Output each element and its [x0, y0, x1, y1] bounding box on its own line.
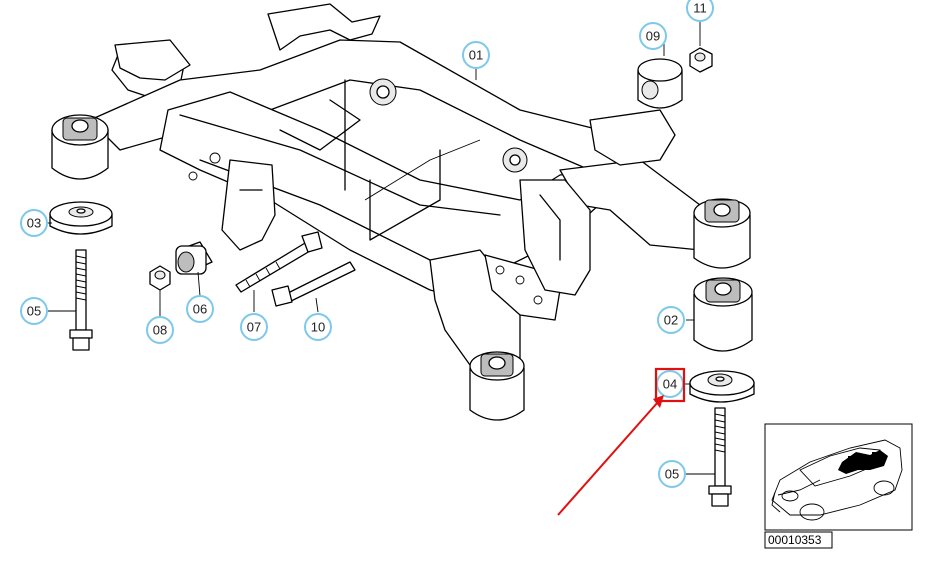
bolt-part-05-left	[69, 249, 93, 351]
bushing-part-09	[637, 58, 683, 109]
nut-part-08	[149, 265, 171, 291]
callout-09: 09	[639, 22, 667, 50]
bushing-part-06	[175, 241, 213, 275]
callout-05-left: 05	[20, 297, 48, 325]
svg-text:05: 05	[665, 467, 679, 482]
svg-text:04: 04	[663, 377, 677, 392]
callout-06: 06	[186, 295, 214, 323]
callout-01: 01	[462, 41, 490, 69]
callout-03: 03	[20, 209, 48, 237]
svg-text:09: 09	[646, 29, 660, 44]
svg-text:06: 06	[193, 302, 207, 317]
highlight-arrow	[557, 401, 659, 516]
svg-text:02: 02	[664, 313, 678, 328]
svg-text:01: 01	[469, 48, 483, 63]
callout-07: 07	[240, 313, 268, 341]
callout-08: 08	[146, 316, 174, 344]
callout-10: 10	[304, 313, 332, 341]
frame-bushing-lower	[469, 351, 525, 421]
svg-text:03: 03	[27, 216, 41, 231]
frame-bushing-left	[51, 114, 109, 180]
washer-part-03	[49, 201, 113, 235]
svg-text:11: 11	[693, 1, 707, 16]
vehicle-reference-inset: 00010353	[764, 423, 913, 549]
svg-text:05: 05	[27, 304, 41, 319]
reference-number: 00010353	[768, 533, 822, 547]
rear-axle-subframe	[89, 3, 701, 366]
svg-text:07: 07	[247, 320, 261, 335]
highlight-box	[654, 367, 686, 403]
bushing-part-02	[693, 277, 753, 352]
arrowhead-icon	[653, 395, 664, 408]
callout-05-right: 05	[658, 460, 686, 488]
highlight-annotation	[557, 367, 686, 516]
svg-text:10: 10	[311, 320, 325, 335]
washer-part-04	[689, 370, 755, 403]
callout-11: 11	[686, 0, 714, 22]
callout-04: 04	[656, 370, 684, 398]
svg-text:08: 08	[153, 323, 167, 338]
bolt-part-07	[235, 231, 323, 293]
callout-02: 02	[657, 306, 685, 334]
bolt-part-05-right	[708, 407, 732, 507]
bolt-part-10	[271, 261, 356, 307]
nut-part-11	[689, 47, 713, 73]
frame-bushing-right	[693, 198, 751, 269]
